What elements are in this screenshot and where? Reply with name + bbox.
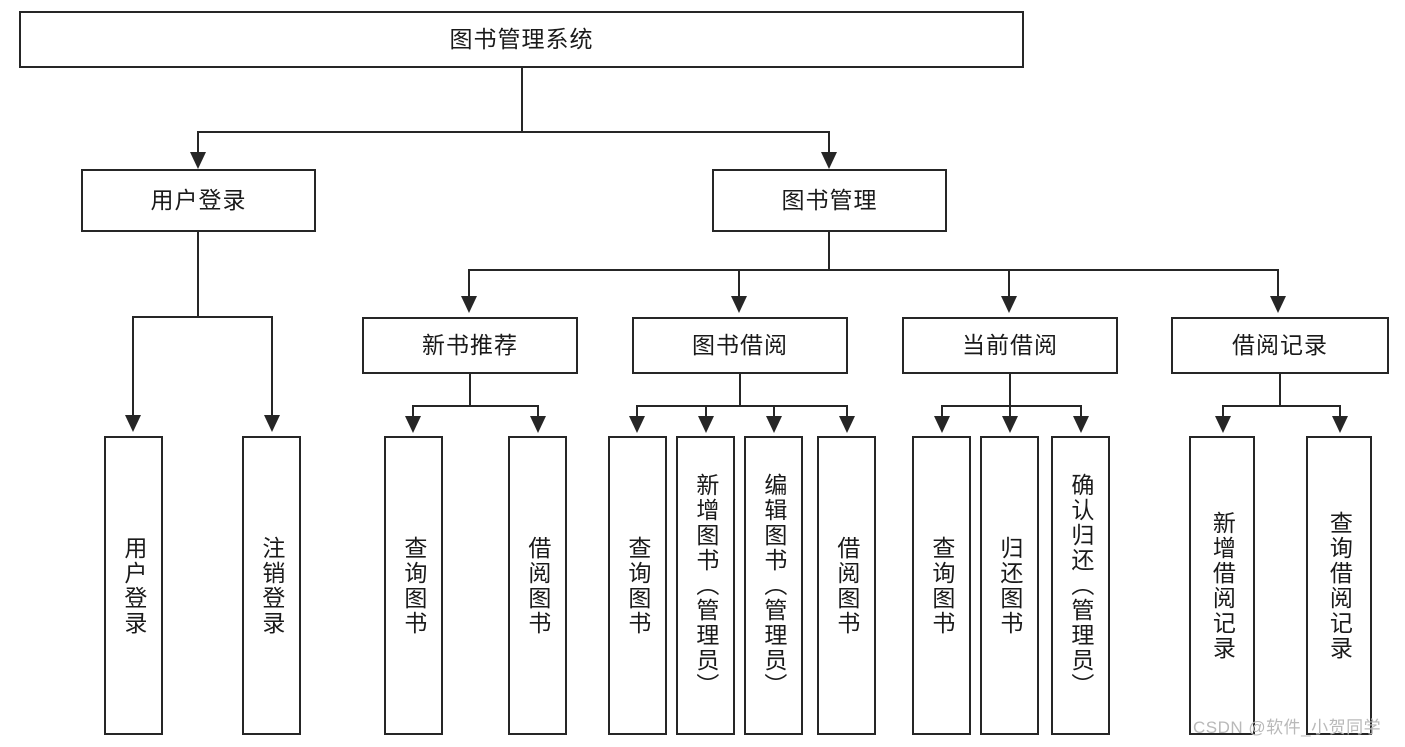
connector-bookmgmt-drop-4: [1277, 269, 1279, 297]
connector-currentborrow-stem: [1009, 374, 1011, 406]
connector-currentborrow-drop-3: [1080, 405, 1082, 417]
leaf-query-borrow-record[interactable]: 查询借阅记录: [1306, 436, 1372, 735]
connector-userlogin-drop-1: [132, 316, 134, 416]
connector-bookborrow-bus: [636, 405, 848, 407]
node-label: 用户登录: [120, 535, 147, 636]
node-label: 借阅图书: [833, 535, 860, 636]
connector-borrowrecord-drop-2: [1339, 405, 1341, 417]
node-label: 新增图书（管理员）: [692, 473, 719, 698]
connector-bookborrow-drop-4: [846, 405, 848, 417]
connector-bookborrow-stem: [739, 374, 741, 406]
connector-bookmgmt-drop-3: [1008, 269, 1010, 297]
leaf-add-book-admin[interactable]: 新增图书（管理员）: [676, 436, 735, 735]
connector-newbook-bus: [412, 405, 539, 407]
node-user-login[interactable]: 用户登录: [81, 169, 316, 232]
arrowhead-bookmgmt-2: [731, 296, 747, 313]
leaf-query-book-current[interactable]: 查询图书: [912, 436, 971, 735]
connector-borrowrecord-bus: [1222, 405, 1341, 407]
connector-bookborrow-drop-2: [705, 405, 707, 417]
node-borrow-record[interactable]: 借阅记录: [1171, 317, 1389, 374]
connector-level2-drop-2: [828, 131, 830, 153]
leaf-borrow-book-recommend[interactable]: 借阅图书: [508, 436, 567, 735]
node-label: 当前借阅: [962, 331, 1058, 358]
leaf-edit-book-admin[interactable]: 编辑图书（管理员）: [744, 436, 803, 735]
arrowhead-newbook-1: [405, 416, 421, 433]
leaf-add-borrow-record[interactable]: 新增借阅记录: [1189, 436, 1255, 735]
arrowhead-userlogin-2: [264, 415, 280, 432]
arrowhead-bookborrow-1: [629, 416, 645, 433]
node-label: 用户登录: [150, 186, 247, 213]
connector-bookmgmt-stem: [828, 232, 830, 270]
arrowhead-bookborrow-3: [766, 416, 782, 433]
node-label: 查询图书: [400, 535, 427, 636]
arrowhead-borrowrecord-2: [1332, 416, 1348, 433]
connector-currentborrow-drop-2: [1009, 405, 1011, 417]
connector-newbook-drop-1: [412, 405, 414, 417]
connector-userlogin-bus: [132, 316, 273, 318]
connector-newbook-drop-2: [537, 405, 539, 417]
connector-bookborrow-drop-3: [773, 405, 775, 417]
node-label: 查询图书: [928, 535, 955, 636]
arrowhead-bookmgmt-4: [1270, 296, 1286, 313]
connector-bookmgmt-drop-1: [468, 269, 470, 297]
connector-borrowrecord-drop-1: [1222, 405, 1224, 417]
node-label: 新增借阅记录: [1209, 510, 1236, 661]
connector-currentborrow-bus: [941, 405, 1082, 407]
arrowhead-newbook-2: [530, 416, 546, 433]
node-book-borrow[interactable]: 图书借阅: [632, 317, 848, 374]
leaf-return-book[interactable]: 归还图书: [980, 436, 1039, 735]
leaf-user-login[interactable]: 用户登录: [104, 436, 163, 735]
connector-currentborrow-drop-1: [941, 405, 943, 417]
arrowhead-currentborrow-2: [1002, 416, 1018, 433]
arrowhead-borrowrecord-1: [1215, 416, 1231, 433]
connector-bookborrow-drop-1: [636, 405, 638, 417]
node-label: 注销登录: [258, 535, 285, 636]
node-new-book-recommend[interactable]: 新书推荐: [362, 317, 578, 374]
connector-userlogin-stem: [197, 232, 199, 318]
watermark-text: CSDN @软件_小贺同学: [1193, 718, 1382, 737]
node-label: 图书借阅: [692, 331, 788, 358]
connector-borrowrecord-stem: [1279, 374, 1281, 406]
connector-bookmgmt-bus: [468, 269, 1279, 271]
arrowhead-level2-2: [821, 152, 837, 169]
arrowhead-bookborrow-2: [698, 416, 714, 433]
node-root-book-management-system[interactable]: 图书管理系统: [19, 11, 1024, 68]
connector-newbook-stem: [469, 374, 471, 406]
leaf-query-book-borrow[interactable]: 查询图书: [608, 436, 667, 735]
arrowhead-bookmgmt-3: [1001, 296, 1017, 313]
connector-level2-drop-1: [197, 131, 199, 153]
arrowhead-bookmgmt-1: [461, 296, 477, 313]
leaf-confirm-return-admin[interactable]: 确认归还（管理员）: [1051, 436, 1110, 735]
arrowhead-level2-1: [190, 152, 206, 169]
node-label: 新书推荐: [422, 331, 518, 358]
node-label: 图书管理: [781, 186, 878, 213]
node-label: 确认归还（管理员）: [1067, 473, 1094, 698]
connector-bookmgmt-drop-2: [738, 269, 740, 297]
arrowhead-currentborrow-3: [1073, 416, 1089, 433]
node-label: 图书管理系统: [449, 25, 594, 52]
connector-level2-bus: [197, 131, 828, 133]
arrowhead-bookborrow-4: [839, 416, 855, 433]
node-label: 查询图书: [624, 535, 651, 636]
leaf-borrow-book[interactable]: 借阅图书: [817, 436, 876, 735]
connector-root-stem: [521, 68, 523, 131]
arrowhead-currentborrow-1: [934, 416, 950, 433]
leaf-query-book-recommend[interactable]: 查询图书: [384, 436, 443, 735]
node-label: 查询借阅记录: [1326, 510, 1353, 661]
node-current-borrow[interactable]: 当前借阅: [902, 317, 1118, 374]
node-label: 归还图书: [996, 535, 1023, 636]
node-label: 借阅图书: [524, 535, 551, 636]
connector-userlogin-drop-2: [271, 316, 273, 416]
node-label: 借阅记录: [1232, 331, 1328, 358]
node-label: 编辑图书（管理员）: [760, 473, 787, 698]
leaf-logout[interactable]: 注销登录: [242, 436, 301, 735]
node-book-management[interactable]: 图书管理: [712, 169, 947, 232]
arrowhead-userlogin-1: [125, 415, 141, 432]
